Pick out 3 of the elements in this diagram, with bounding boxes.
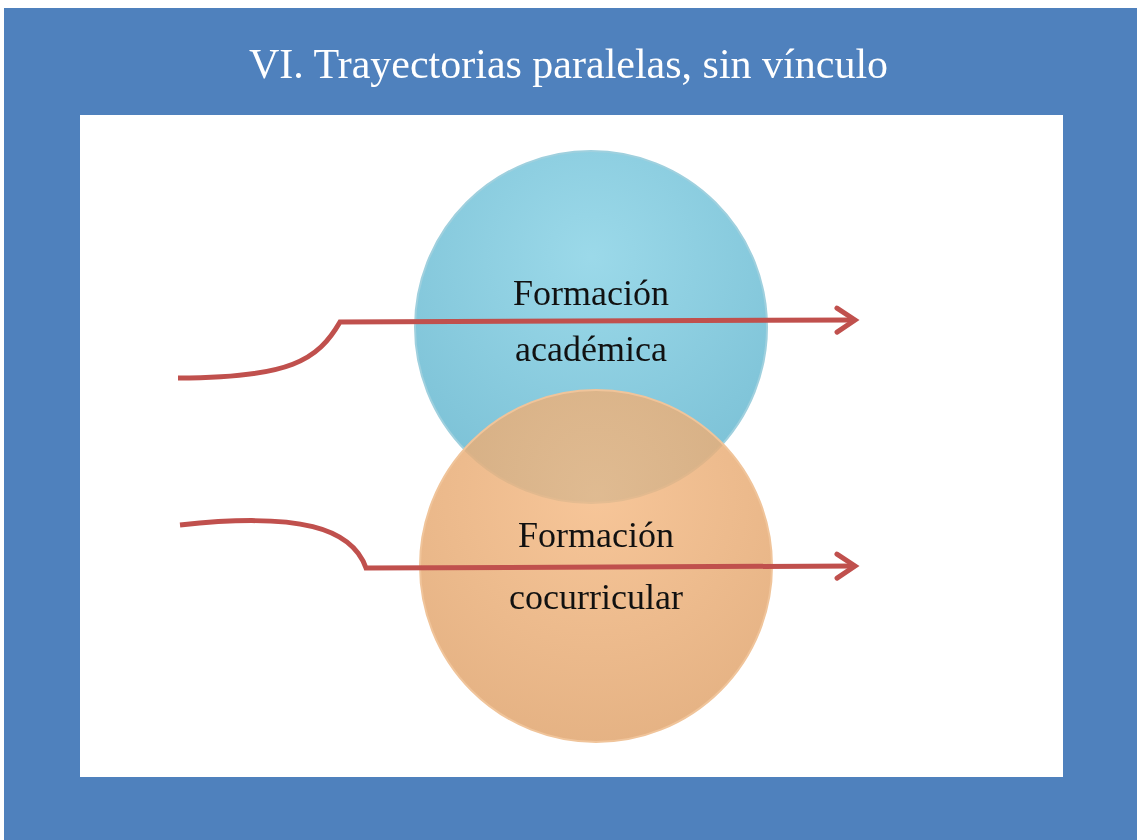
circle-label: Formación cocurricular — [508, 514, 684, 619]
circle-label: Formación académica — [512, 272, 670, 371]
slide-title: VI. Trayectorias paralelas, sin vínculo — [247, 40, 890, 89]
